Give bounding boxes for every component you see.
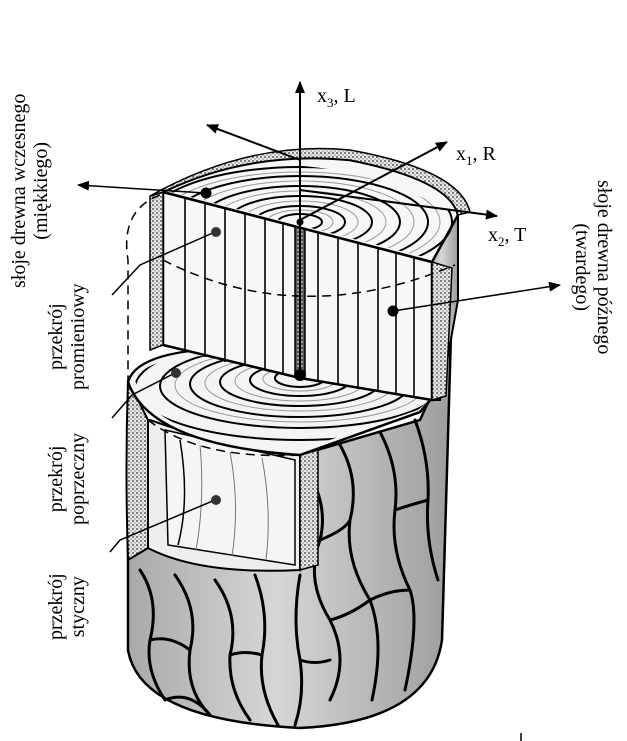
- tangential-section-label: przekrój styczny: [45, 573, 89, 640]
- radial-leader: [111, 231, 216, 296]
- cross-marker: [171, 368, 181, 378]
- radial-section-label: przekrój promieniowy: [45, 283, 89, 390]
- latewood-label: słoje drewna późnego (twardego): [571, 180, 615, 355]
- leader-lines: [77, 180, 561, 553]
- axis-x2: [299, 189, 498, 220]
- earlywood-marker: [200, 187, 212, 199]
- bark-left-edge: [125, 379, 149, 562]
- latewood-marker: [387, 305, 399, 317]
- tangential-leader: [109, 499, 216, 553]
- bark-cracks: [138, 418, 440, 727]
- latewood-leader: [392, 281, 561, 312]
- axis-x1: [299, 141, 448, 221]
- earlywood-label: słoje drewna wczesnego (miękkiego): [8, 93, 52, 288]
- axes: [206, 81, 498, 372]
- tangential-marker: [211, 495, 221, 505]
- hidden-lines: [125, 194, 456, 457]
- cross-section-label: przekrój poprzeczny: [45, 432, 89, 525]
- axis-label-x2: x2, T: [488, 224, 527, 249]
- axis-label-x3: x3, L: [317, 85, 356, 110]
- earlywood-leader: [77, 180, 206, 194]
- axis-back-arrow: [206, 124, 301, 161]
- radial-marker: [211, 227, 221, 237]
- cross-leader: [111, 372, 176, 419]
- axis-label-x1: x1, R: [456, 143, 496, 168]
